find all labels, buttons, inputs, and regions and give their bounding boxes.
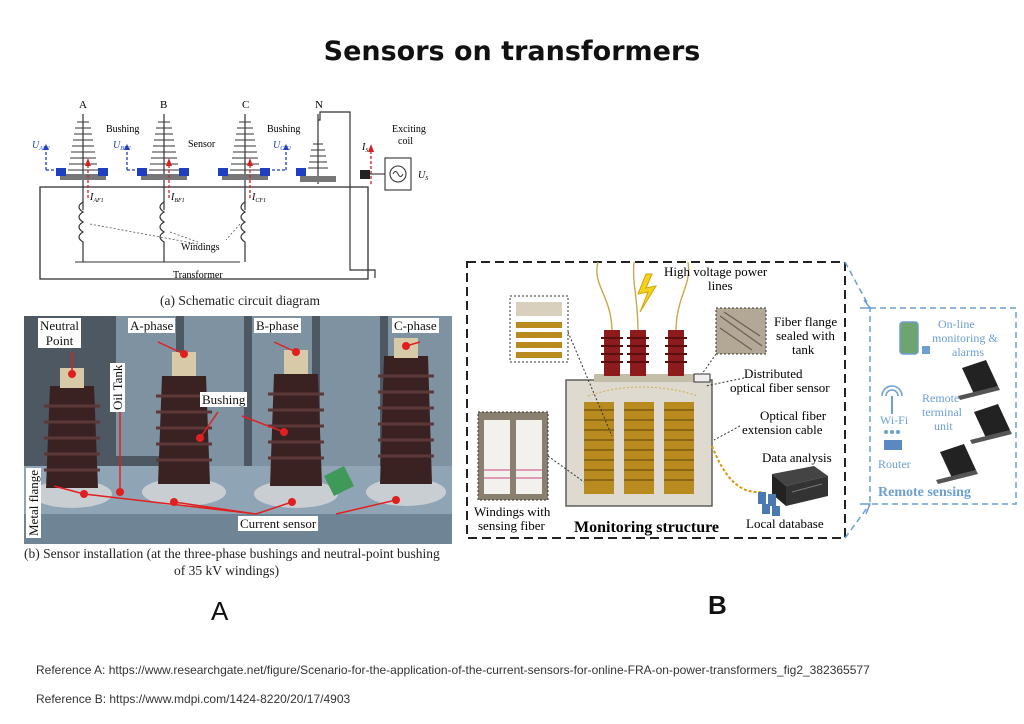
is-label: IS [361, 142, 368, 154]
monitoring-structure-label: Monitoring structure [574, 519, 719, 536]
phase-label-c: C [242, 99, 249, 111]
bushing-c-symbol [222, 114, 268, 210]
reference-b: Reference B: https://www.mdpi.com/1424-8… [36, 692, 351, 706]
flange-label-2: sealed with [776, 328, 835, 343]
online-label-1: On-line [938, 317, 975, 331]
online-label-3: alarms [952, 345, 984, 359]
page-title: Sensors on transformers [323, 36, 701, 67]
mobile-phone-icon [899, 321, 930, 355]
oil-tank-label: Oil Tank [110, 362, 125, 412]
wifi-router-icon [881, 385, 903, 450]
flange-label-1: Fiber flange [774, 314, 837, 329]
terminal-label-1: Remote [922, 391, 959, 405]
schematic-circuit-diagram: A B C N [32, 99, 428, 281]
exciting-label-2: coil [398, 136, 413, 147]
us-label: US [418, 170, 428, 182]
panel-a-label: A [211, 596, 229, 626]
shed-ridges [44, 374, 434, 472]
exciting-label-1: Exciting [392, 124, 426, 135]
i-cf1-label: ICF1 [251, 192, 266, 204]
phase-label-b: B [160, 99, 167, 111]
bushing-label-left: Bushing [106, 124, 139, 135]
sensor-blocks [56, 168, 306, 176]
photo-caption-line2: of 35 kV windings) [174, 563, 280, 578]
u-af2-label: UAF2 [32, 140, 50, 152]
online-label-2: monitoring & [932, 331, 998, 345]
bushing-a-symbol [60, 114, 106, 210]
bushing-label-right: Bushing [267, 124, 300, 135]
neutral-lead-line [318, 111, 368, 271]
hv-power-lines [596, 261, 690, 333]
current-sensor-label: Current sensor [238, 516, 319, 531]
remote-sensing-frame [869, 307, 1017, 505]
monitoring-system-diagram: High voltage power lines Fiber flange se… [466, 261, 1017, 539]
terminal-label-2: terminal [922, 405, 963, 419]
hv-label-1: High voltage power [664, 264, 768, 279]
data-analysis-label: Data analysis [762, 450, 832, 465]
distributed-label-2: optical fiber sensor [730, 380, 830, 395]
photo-caption-line1: (b) Sensor installation (at the three-ph… [24, 546, 440, 561]
distributed-label-1: Distributed [744, 366, 803, 381]
hv-label-2: lines [708, 278, 733, 293]
sensor-label: Sensor [188, 139, 216, 150]
local-database-icon [758, 492, 780, 516]
u-cf2-label: UCF2 [273, 140, 291, 152]
transformer-label: Transformer [173, 270, 223, 281]
i-bf1-label: IBF1 [170, 192, 185, 204]
i-af1-label: IAF1 [89, 192, 104, 204]
tank-windings [584, 402, 694, 494]
remote-sensing-label: Remote sensing [878, 485, 971, 500]
phase-label-n: N [315, 99, 323, 111]
hv-bushings [601, 330, 687, 376]
phase-label-a: A [79, 99, 87, 111]
data-analysis-server-icon [772, 466, 828, 506]
windings-fiber-label-1: Windings with [474, 504, 551, 519]
local-database-label: Local database [746, 516, 824, 531]
terminal-label-3: unit [934, 419, 953, 433]
bushing-b-symbol [141, 114, 187, 210]
c-phase-label: C-phase [392, 318, 439, 333]
extension-label-2: extension cable [742, 422, 823, 437]
reference-a: Reference A: https://www.researchgate.ne… [36, 663, 870, 677]
u-bf2-label: UBF2 [113, 140, 131, 152]
wifi-label: Wi-Fi [880, 413, 909, 427]
lightning-icon [637, 273, 658, 313]
transformer-tank-outline [39, 186, 369, 280]
photo-illustration [24, 316, 452, 544]
panel-b-label: B [708, 590, 727, 620]
current-arrows [85, 144, 374, 198]
annotation-dots [68, 342, 410, 506]
laptop-icons [936, 360, 1012, 484]
windings-label: Windings [181, 242, 220, 253]
bushing-n-symbol [300, 114, 336, 184]
b-phase-label: B-phase [254, 318, 301, 333]
windings-fiber-label-2: sensing fiber [478, 518, 545, 533]
a-phase-label: A-phase [128, 318, 176, 333]
metal-flange-label: Metal flange [26, 467, 41, 538]
bushing-photo-label: Bushing [200, 392, 248, 407]
router-label: Router [878, 457, 911, 471]
exciting-coil-box [384, 157, 412, 191]
annotation-leaders [53, 341, 421, 515]
extension-cable [711, 445, 763, 494]
extension-label-1: Optical fiber [760, 408, 827, 423]
flange-label-3: tank [792, 342, 815, 357]
winding-coils [78, 201, 247, 262]
schematic-caption: (a) Schematic circuit diagram [160, 293, 321, 308]
